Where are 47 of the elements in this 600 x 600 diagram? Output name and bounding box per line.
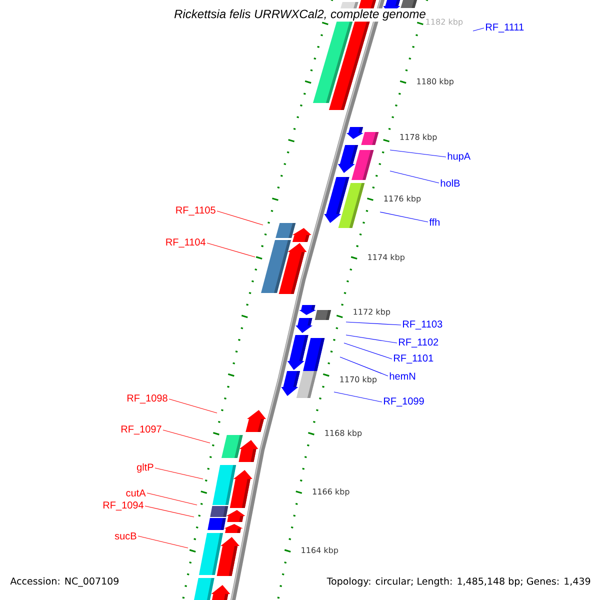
title: Rickettsia felis URRWXCal2, complete genome — [173, 8, 427, 22]
gene-label: cutA — [126, 490, 146, 496]
leader-line — [472, 28, 484, 32]
tick-label: 1176 kbp — [384, 195, 421, 204]
leader-line — [162, 430, 210, 444]
leader-line — [206, 242, 256, 258]
leader-line — [216, 210, 264, 226]
tick-label: 1174 kbp — [368, 254, 405, 262]
gene-label: sucB — [114, 532, 136, 540]
tick-label: 1166 kbp — [312, 488, 350, 496]
gene-label: RF_1111 — [486, 24, 524, 32]
leader-line — [390, 150, 446, 158]
tick-label: 1180 kbp — [417, 78, 454, 86]
gene-label: RF_1104 — [166, 238, 206, 248]
leader-line — [146, 492, 198, 506]
leader-line — [344, 342, 392, 360]
leader-line — [346, 322, 402, 326]
tick-label: 1164 kbp — [302, 546, 338, 555]
tick-label: 1172 kbp — [354, 308, 390, 316]
tick-label: 1170 kbp — [340, 376, 377, 384]
leader-line — [380, 212, 428, 222]
gene-label: RF_1099 — [384, 398, 424, 406]
gene-label: hemN — [390, 372, 416, 380]
tick-label: 1178 kbp — [400, 134, 437, 142]
leader-line — [144, 506, 194, 518]
gene-label: hupA — [448, 152, 471, 162]
leader-line — [168, 398, 218, 414]
genome-info-text: Topology: circular; Length: 1,485,148 bp; Genes: 1,439 — [326, 577, 590, 587]
gene-label: RF_1101 — [394, 354, 434, 364]
gene-label: holB — [440, 179, 460, 187]
leader-line — [340, 356, 388, 376]
gene-label: gltP — [137, 463, 154, 473]
gene-label: RF_1103 — [403, 320, 442, 330]
leader-line — [334, 392, 382, 402]
accession-text: Accession: NC_007109 — [10, 577, 118, 587]
gene-label: RF_1102 — [399, 338, 438, 348]
gene-label: RF_1105 — [176, 206, 216, 216]
tick-label: 1182 kbp — [426, 18, 463, 26]
gene-label: RF_1098 — [127, 394, 168, 404]
leader-line — [138, 536, 188, 548]
tick-label: 1168 kbp — [325, 430, 362, 438]
gene-label: ffh — [429, 218, 440, 226]
gene-label: RF_1097 — [121, 426, 162, 434]
leader-line — [346, 334, 398, 344]
gene-label: RF_1094 — [103, 502, 144, 510]
leader-line — [154, 468, 204, 480]
leader-line — [390, 170, 440, 184]
